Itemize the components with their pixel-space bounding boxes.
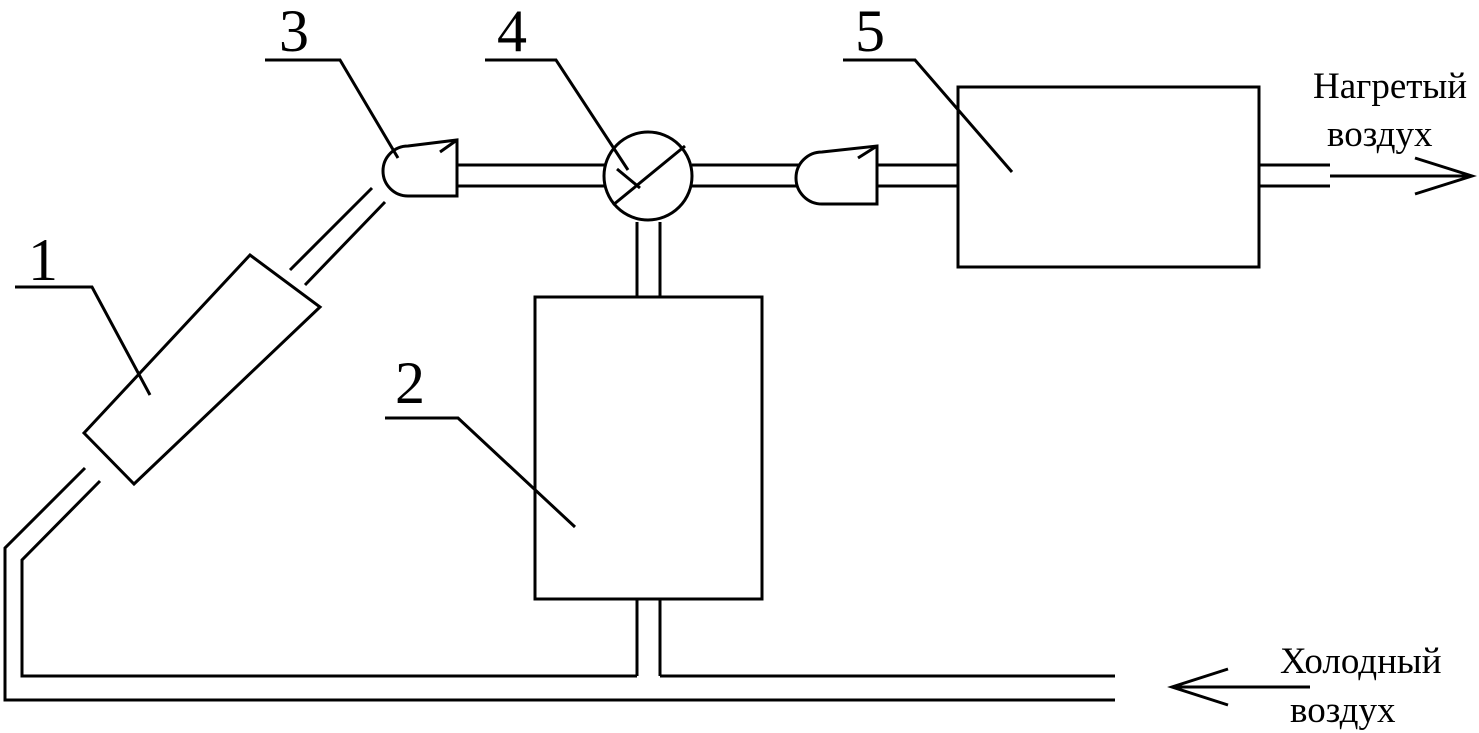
label-2: 2 (395, 350, 425, 416)
duct-fan-unit5 (877, 163, 958, 188)
outlet-duct (1259, 163, 1330, 188)
duct-fan3-valve4 (457, 163, 605, 188)
leader-lines (15, 58, 1014, 529)
duct-valve4-fan (692, 163, 800, 188)
hot-air-arrow (1330, 156, 1477, 196)
unit-5-box (956, 85, 1261, 269)
label-3: 3 (279, 0, 309, 64)
label-4: 4 (497, 0, 527, 64)
hot-air-label-line2: воздух (1327, 114, 1433, 155)
label-5: 5 (855, 0, 885, 64)
leader-1 (15, 285, 152, 396)
cold-air-label-line2: воздух (1290, 690, 1396, 731)
duct-valve4-unit2 (635, 222, 662, 297)
hot-air-label-line1: Нагретый (1313, 66, 1467, 107)
leader-4 (485, 58, 630, 171)
cold-air-label-line1: Холодный (1280, 641, 1442, 682)
duct-unit2-inlet (635, 599, 662, 676)
label-1: 1 (28, 227, 58, 293)
unit-1-heater (81, 252, 323, 487)
fan-2nd (794, 144, 879, 206)
diagonal-duct-upper (288, 186, 387, 287)
leader-3 (265, 58, 400, 159)
valve-4 (602, 130, 694, 222)
cold-air-arrow (1167, 667, 1310, 707)
inlet-duct (3, 466, 1115, 702)
fan-3 (381, 138, 459, 198)
leader-2 (385, 416, 577, 529)
unit-2-box (533, 295, 764, 601)
leader-5 (843, 58, 1014, 173)
